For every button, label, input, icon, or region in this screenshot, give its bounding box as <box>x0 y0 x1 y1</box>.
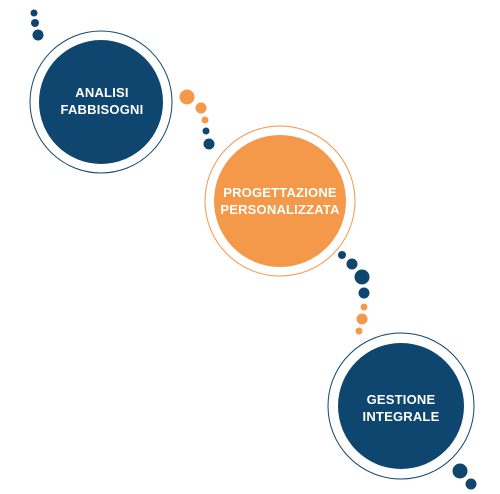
dot <box>30 9 38 17</box>
dot <box>338 251 346 259</box>
step-1-label: ANALISI FABBISOGNI <box>46 74 158 128</box>
connector-dots-2-3 <box>338 251 370 335</box>
dot <box>179 89 195 105</box>
step-2-label-line-2: PERSONALIZZATA <box>220 202 340 217</box>
step-gestione-integrale <box>327 332 475 480</box>
step-analisi-fabbisogni <box>29 30 173 174</box>
step-2-circle <box>214 135 346 267</box>
step-3-circle <box>338 343 464 469</box>
step-progettazione-personalizzata <box>204 125 356 277</box>
dot <box>355 327 363 335</box>
connector-dots-top <box>30 9 44 41</box>
step-3-outer-ring <box>327 332 475 480</box>
dot <box>202 127 210 135</box>
dot <box>452 463 468 479</box>
connector-dots-bottom <box>452 463 477 490</box>
step-3-label-line-2: INTEGRALE <box>362 409 440 424</box>
step-3-label: GESTIONE INTEGRALE <box>342 381 460 435</box>
step-1-label-line-1: ANALISI <box>75 85 129 100</box>
dot <box>346 258 358 270</box>
step-2-label-line-1: PROGETTAZIONE <box>223 185 337 200</box>
connector-dots-1-2 <box>179 89 215 150</box>
dot <box>31 19 39 27</box>
dot <box>32 29 44 41</box>
step-1-circle <box>39 40 163 164</box>
dot <box>195 102 207 114</box>
dot <box>354 269 370 285</box>
dot <box>358 287 370 299</box>
dot <box>360 303 368 311</box>
dot <box>465 478 477 490</box>
step-3-label-line-1: GESTIONE <box>366 392 436 407</box>
dot <box>203 138 215 150</box>
step-2-outer-ring <box>204 125 356 277</box>
step-1-label-line-2: FABBISOGNI <box>60 102 144 117</box>
step-2-label: PROGETTAZIONE PERSONALIZZATA <box>212 174 348 228</box>
step-1-outer-ring <box>29 30 173 174</box>
dot <box>356 313 368 325</box>
dot <box>201 116 209 124</box>
